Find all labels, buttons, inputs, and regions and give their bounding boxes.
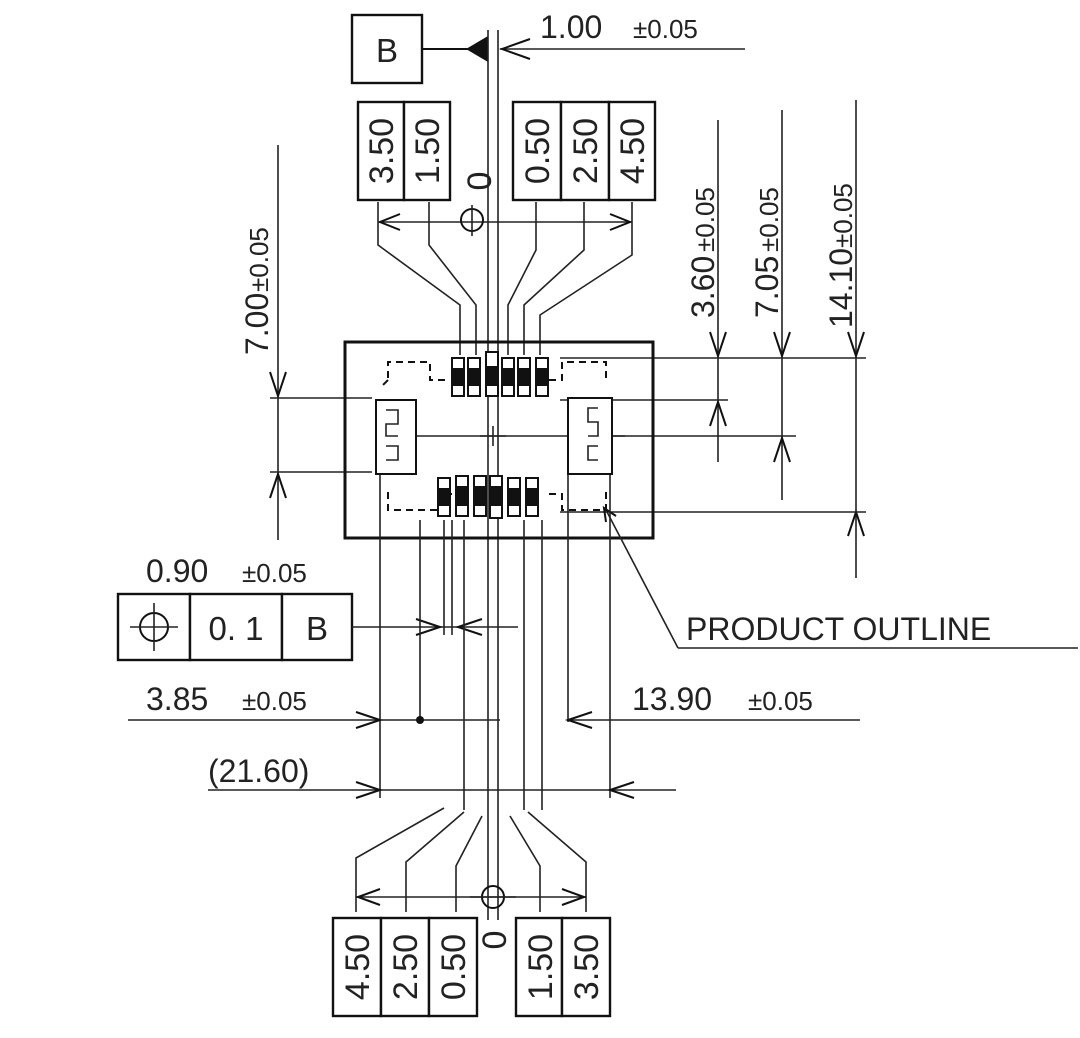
position-icon: [130, 603, 178, 651]
top-pad-row: [451, 351, 549, 397]
row-height-dim-tol: ±0.05: [244, 227, 274, 292]
top-dim-0-50: 0.50: [519, 118, 557, 184]
bottom-dim-3-50: 3.50: [568, 934, 606, 1000]
bottom-dim-1-50: 1.50: [522, 934, 560, 1000]
top-dim-zero: 0: [461, 172, 499, 191]
dim-7-05-tol: ±0.05: [754, 187, 784, 252]
dim-14-10-value: 14.10: [823, 248, 859, 328]
right-offset-dim-value: 13.90: [632, 681, 712, 717]
tolerance-frame: 0. 1 B: [116, 592, 354, 662]
top-dim-4-50: 4.50: [614, 118, 652, 184]
top-dim-3-50: 3.50: [363, 118, 401, 184]
datum-triangle-icon: [466, 36, 488, 62]
bottom-dim-zero: 0: [476, 931, 514, 950]
pad-width-dim-tol: ±0.05: [242, 558, 307, 588]
left-offset-dim-value: 3.85: [146, 681, 208, 717]
product-outline-label: PRODUCT OUTLINE: [686, 611, 991, 647]
dim-7-05-value: 7.05: [749, 256, 785, 318]
right-offset-dim-tol: ±0.05: [748, 686, 813, 716]
dim-3-60-value: 3.60: [685, 256, 721, 318]
top-dim-2-50: 2.50: [567, 118, 605, 184]
tolerance-datum: B: [306, 610, 328, 647]
row-height-dim-value: 7.00: [239, 293, 275, 355]
bottom-dim-0-50: 0.50: [435, 934, 473, 1000]
pad-width-dim-value: 0.90: [146, 553, 208, 589]
datum-b-box: [350, 13, 424, 85]
overall-dim-value: (21.60): [208, 753, 309, 789]
bottom-dim-4-50: 4.50: [339, 934, 377, 1000]
bottom-dimension-row: 4.50 2.50 0.50 0 1.50 3.50: [331, 916, 612, 1018]
bottom-dim-2-50: 2.50: [387, 934, 425, 1000]
left-offset-dim-tol: ±0.05: [242, 686, 307, 716]
top-leaders: [377, 202, 633, 355]
product-outline: [343, 340, 655, 540]
right-dimensions: 3.60 ±0.05 7.05 ±0.05 14.10 ±0.05: [560, 100, 866, 578]
bottom-leaders: [355, 807, 587, 912]
pitch-dim-value: 1.00: [540, 9, 602, 45]
pitch-dim-tol: ±0.05: [633, 14, 698, 44]
datum-b-label: B: [376, 32, 398, 69]
dim-3-60-tol: ±0.05: [690, 187, 720, 252]
dim-14-10-tol: ±0.05: [828, 183, 858, 248]
top-dim-1-50: 1.50: [409, 118, 447, 184]
top-dimension-row: 3.50 1.50 0 0.50 2.50 4.50: [356, 100, 657, 202]
bottom-pad-row: [437, 475, 539, 519]
tolerance-value: 0. 1: [208, 610, 263, 647]
